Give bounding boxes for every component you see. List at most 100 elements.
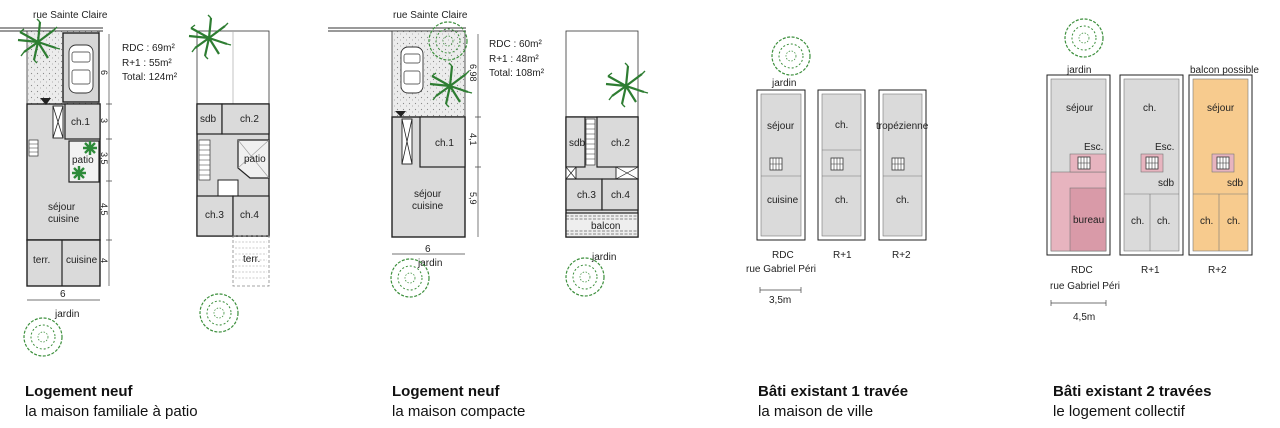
caption-subtitle: la maison compacte bbox=[392, 403, 526, 420]
dimension-label: 4,5 bbox=[99, 203, 109, 216]
car-icon bbox=[68, 44, 94, 94]
stair-icon bbox=[1145, 156, 1159, 170]
room-ch3 bbox=[196, 195, 234, 237]
room-label: balcon bbox=[591, 221, 620, 232]
palm-tree-icon bbox=[187, 13, 233, 61]
room-label: ch.2 bbox=[611, 138, 630, 149]
stair-icon bbox=[769, 157, 783, 171]
garden-label: jardin bbox=[1066, 65, 1091, 76]
balcony-label: balcon possible bbox=[1190, 65, 1259, 76]
stair-icon bbox=[830, 157, 844, 171]
balcony bbox=[565, 212, 639, 238]
room-ch3 bbox=[565, 178, 603, 211]
room-label: ch.1 bbox=[71, 117, 90, 128]
stair-icon bbox=[891, 157, 905, 171]
room-bureau bbox=[1069, 187, 1107, 252]
plant-icon bbox=[70, 164, 88, 182]
room-label: sdb bbox=[200, 114, 217, 125]
room-label: séjour bbox=[1207, 103, 1235, 114]
tree-icon bbox=[565, 257, 605, 297]
room-ch1 bbox=[64, 103, 101, 140]
room-label: ch. bbox=[1143, 103, 1156, 114]
room-label: bureau bbox=[1073, 215, 1104, 226]
caption-title: Bâti existant 2 travées bbox=[1053, 383, 1212, 400]
room-label: cuisine bbox=[48, 214, 80, 225]
scale-label: 3,5m bbox=[769, 295, 791, 306]
room-label: séjour bbox=[1066, 103, 1094, 114]
dimension-label: 3,5 bbox=[99, 152, 109, 165]
caption-title: Logement neuf bbox=[25, 383, 133, 400]
room-label: ch. bbox=[835, 195, 848, 206]
area-rdc: RDC : 69m² bbox=[122, 43, 175, 54]
caption-plan2: Logement neuf la maison compacte bbox=[392, 382, 525, 422]
room-label: ch.3 bbox=[205, 210, 224, 221]
stair-icon bbox=[1216, 156, 1230, 170]
caption-plan1: Logement neuf la maison familiale à pati… bbox=[25, 382, 198, 422]
room-sdb bbox=[196, 103, 223, 135]
palm-tree-icon bbox=[604, 61, 650, 109]
stair-icon bbox=[1077, 156, 1091, 170]
plan-maison-compacte: rue Sainte Claire ch.1 séjour cuisine 6,… bbox=[328, 10, 650, 298]
floor-label: R+1 bbox=[833, 250, 852, 261]
room-label: ch. bbox=[1131, 216, 1144, 227]
room-label: cuisine bbox=[412, 201, 444, 212]
room-label: ch.3 bbox=[577, 190, 596, 201]
room-label: séjour bbox=[48, 202, 76, 213]
area-r1: R+1 : 55m² bbox=[122, 58, 172, 69]
entry-arrow-icon bbox=[40, 98, 51, 105]
room-ch2 bbox=[221, 103, 270, 135]
caption-plan4: Bâti existant 2 travées le logement coll… bbox=[1053, 382, 1211, 422]
room-label: sdb bbox=[1158, 178, 1175, 189]
room-label: Esc. bbox=[1084, 142, 1103, 153]
room-label: cuisine bbox=[66, 255, 98, 266]
room-ch1 bbox=[419, 116, 466, 168]
room-label: ch. bbox=[896, 195, 909, 206]
street-label: rue Gabriel Péri bbox=[746, 264, 816, 275]
tree-icon bbox=[390, 258, 430, 298]
floor-label: R+2 bbox=[1208, 265, 1227, 276]
room-label: sdb bbox=[569, 138, 586, 149]
void-opening bbox=[217, 179, 239, 197]
dimension-label: 6,98 bbox=[468, 64, 478, 82]
caption-subtitle: le logement collectif bbox=[1053, 403, 1185, 420]
room-label: sdb bbox=[1227, 178, 1244, 189]
room-label: ch.1 bbox=[435, 138, 454, 149]
plan-maison-patio: rue Sainte Claire ch.1 patio séjour cuis… bbox=[0, 10, 270, 357]
floor-label: R+2 bbox=[892, 250, 911, 261]
tree-icon bbox=[1064, 18, 1104, 58]
dimension-label: 3 bbox=[99, 118, 109, 123]
room-label: Esc. bbox=[1155, 142, 1174, 153]
room-ch4 bbox=[232, 195, 270, 237]
garden-label: jardin bbox=[54, 309, 79, 320]
room-label: séjour bbox=[767, 121, 795, 132]
scale-label: 4,5m bbox=[1073, 312, 1095, 323]
room-label: ch.4 bbox=[240, 210, 259, 221]
room-label: cuisine bbox=[767, 195, 799, 206]
tree-icon bbox=[199, 293, 239, 333]
street-label: rue Sainte Claire bbox=[393, 10, 468, 21]
area-r1: R+1 : 48m² bbox=[489, 54, 539, 65]
room-label: ch. bbox=[1227, 216, 1240, 227]
dimension-label: 4,1 bbox=[468, 133, 478, 146]
floor-label: RDC bbox=[772, 250, 794, 261]
garden-label: jardin bbox=[417, 258, 442, 269]
room-label: ch.2 bbox=[240, 114, 259, 125]
area-rdc: RDC : 60m² bbox=[489, 39, 542, 50]
terrace-kitchen-block bbox=[26, 239, 101, 287]
area-total: Total: 124m² bbox=[122, 72, 178, 83]
plan-logement-collectif: jardin balcon possible séjour Esc. burea… bbox=[1046, 18, 1259, 323]
street-label: rue Sainte Claire bbox=[33, 10, 108, 21]
caption-title: Bâti existant 1 travée bbox=[758, 383, 909, 400]
terrace-r1 bbox=[232, 235, 270, 287]
caption-plan3: Bâti existant 1 travée la maison de vill… bbox=[758, 382, 908, 422]
garden-label: jardin bbox=[591, 252, 616, 263]
dimension-label: 4 bbox=[99, 258, 109, 263]
room-label: ch. bbox=[1200, 216, 1213, 227]
room-label: ch.4 bbox=[611, 190, 630, 201]
caption-subtitle: la maison de ville bbox=[758, 403, 874, 420]
tree-icon bbox=[771, 36, 811, 76]
room-label: terr. bbox=[33, 255, 50, 266]
garden-label: jardin bbox=[771, 78, 796, 89]
dimension-label: 5,9 bbox=[468, 192, 478, 205]
